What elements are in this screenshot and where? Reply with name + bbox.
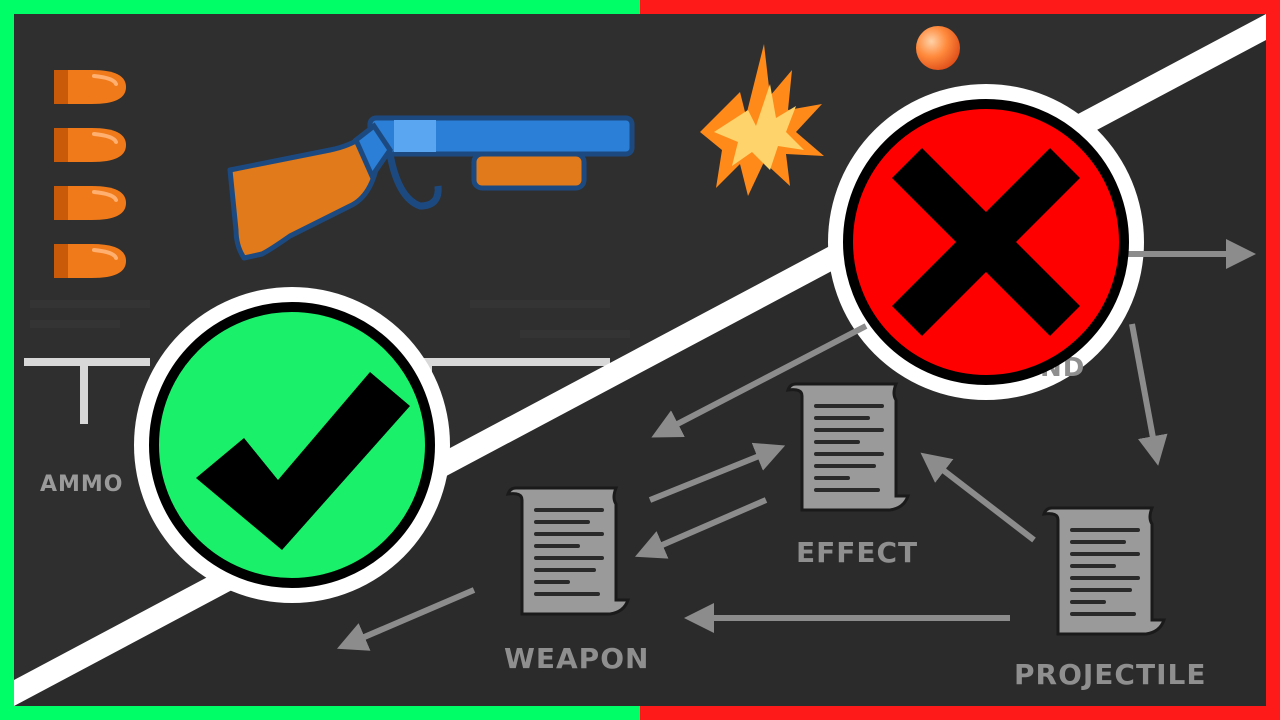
projectile-ball-icon [916,26,960,70]
checkmark-icon [196,372,410,550]
bullet-icon [52,184,128,222]
muzzle-flash-icon [700,44,824,196]
weapon-label: WEAPON [504,642,649,675]
cross-icon [892,148,1080,336]
effect-script-icon [786,382,910,512]
bullet-icon [52,242,128,280]
cross-badge [843,99,1129,385]
bullet-icon [52,68,128,106]
effect-label: EFFECT [796,536,918,569]
ammo-label: AMMO [40,472,124,497]
projectile-label: PROJECTILE [1014,658,1206,691]
diagram-arrows [336,239,1256,651]
bullet-icon [52,126,128,164]
shotgun-icon [227,115,635,261]
blurred-code-lines [30,300,630,338]
weapon-script-icon [506,486,630,616]
projectile-script-icon [1042,506,1166,636]
checkmark-badge [149,302,435,588]
